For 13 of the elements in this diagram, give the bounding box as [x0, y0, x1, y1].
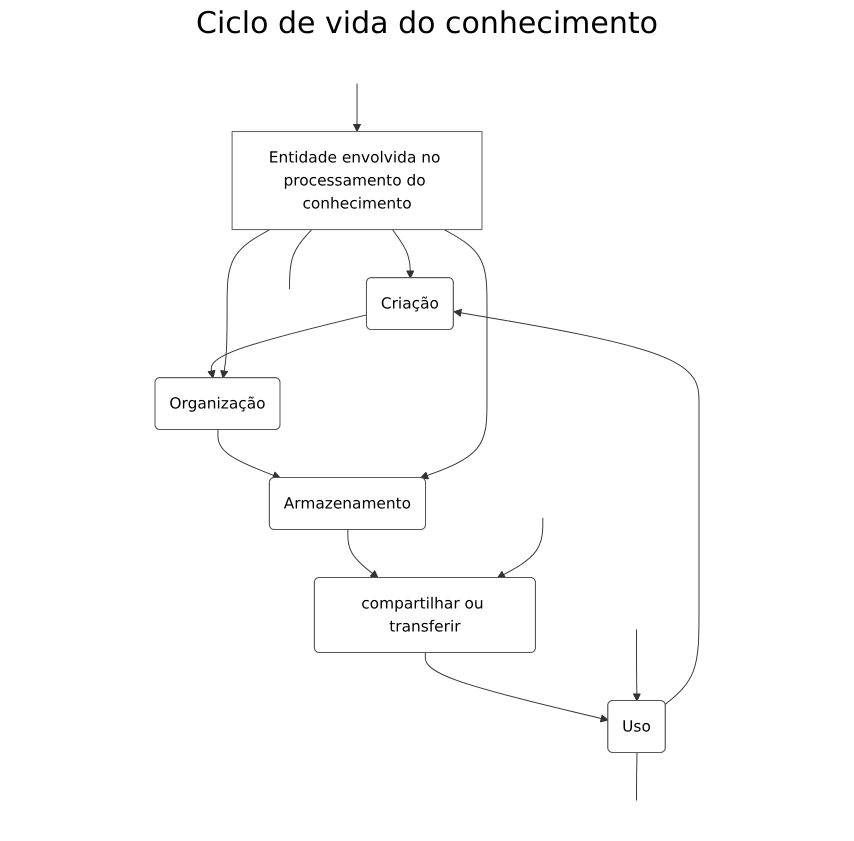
arrow: [217, 430, 281, 480]
center-title: Ciclo de vida do conhecimento: [196, 6, 658, 41]
arrow: [392, 229, 414, 279]
arrow: [207, 314, 368, 378]
arrow: [453, 308, 700, 705]
arrow: [424, 652, 609, 722]
arrow: [347, 529, 379, 578]
arrow: [632, 628, 642, 702]
arrow: [220, 229, 270, 378]
arrow: [496, 517, 544, 578]
arrow: [352, 83, 362, 132]
node-box: Entidade envolvida no processamento do conhecimento: [232, 131, 482, 230]
arrow: [420, 229, 488, 480]
